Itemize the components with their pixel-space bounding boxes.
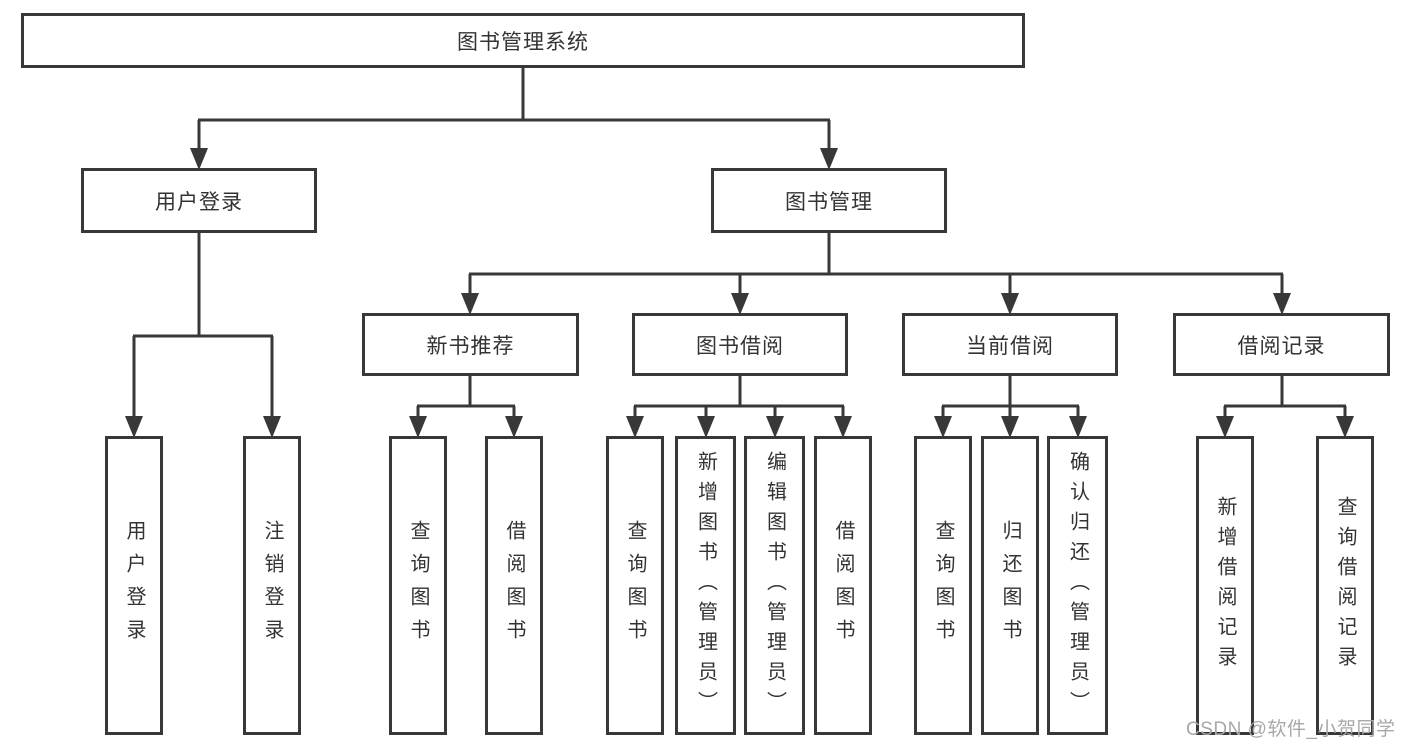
- leaf-borrow-books-recommend: 借阅图书: [485, 436, 543, 735]
- csdn-watermark: CSDN @软件_小贺同学: [1186, 719, 1396, 740]
- node-label: 图书借阅: [696, 334, 784, 358]
- node-new-book-recommendation: 新书推荐: [362, 313, 579, 376]
- leaf-label: 新增借阅记录: [1214, 495, 1236, 676]
- leaf-query-books-current: 查询图书: [914, 436, 972, 735]
- node-current-borrowing: 当前借阅: [902, 313, 1118, 376]
- leaf-query-borrow-record: 查询借阅记录: [1316, 436, 1374, 735]
- leaf-label: 注销登录: [261, 519, 283, 652]
- node-label: 新书推荐: [426, 334, 515, 358]
- leaf-label: 编辑图书（管理员）: [763, 450, 786, 721]
- leaf-label: 查询借阅记录: [1334, 495, 1356, 676]
- node-label: 借阅记录: [1237, 334, 1326, 358]
- leaf-label: 归还图书: [999, 519, 1021, 652]
- node-borrowing-records: 借阅记录: [1173, 313, 1390, 376]
- leaf-label: 借阅图书: [832, 519, 854, 652]
- leaf-label: 确认归还（管理员）: [1066, 450, 1089, 721]
- node-label: 图书管理: [785, 190, 873, 214]
- leaf-label: 查询图书: [624, 519, 646, 652]
- leaf-add-books-admin: 新增图书（管理员）: [675, 436, 736, 735]
- node-user-login-module: 用户登录: [81, 168, 317, 233]
- arrowheads: [125, 148, 1354, 438]
- leaf-label: 借阅图书: [503, 519, 525, 652]
- leaf-user-login: 用户登录: [105, 436, 163, 735]
- leaf-label: 查询图书: [932, 519, 954, 652]
- node-library-management-system: 图书管理系统: [21, 13, 1025, 68]
- leaf-label: 新增图书（管理员）: [694, 450, 717, 721]
- leaf-confirm-return-admin: 确认归还（管理员）: [1047, 436, 1108, 735]
- node-book-borrowing: 图书借阅: [632, 313, 848, 376]
- tree-edges: [132, 68, 1347, 420]
- leaf-query-books-borrow: 查询图书: [606, 436, 664, 735]
- leaf-edit-books-admin: 编辑图书（管理员）: [744, 436, 805, 735]
- leaf-add-borrow-record: 新增借阅记录: [1196, 436, 1254, 735]
- leaf-label: 用户登录: [123, 519, 145, 652]
- leaf-logout: 注销登录: [243, 436, 301, 735]
- leaf-label: 查询图书: [407, 519, 429, 652]
- node-book-management-module: 图书管理: [711, 168, 947, 233]
- node-label: 图书管理系统: [457, 30, 589, 54]
- node-label: 用户登录: [155, 190, 243, 214]
- leaf-query-books-recommend: 查询图书: [389, 436, 447, 735]
- leaf-borrow-books: 借阅图书: [814, 436, 872, 735]
- node-label: 当前借阅: [966, 334, 1054, 358]
- leaf-return-books: 归还图书: [981, 436, 1039, 735]
